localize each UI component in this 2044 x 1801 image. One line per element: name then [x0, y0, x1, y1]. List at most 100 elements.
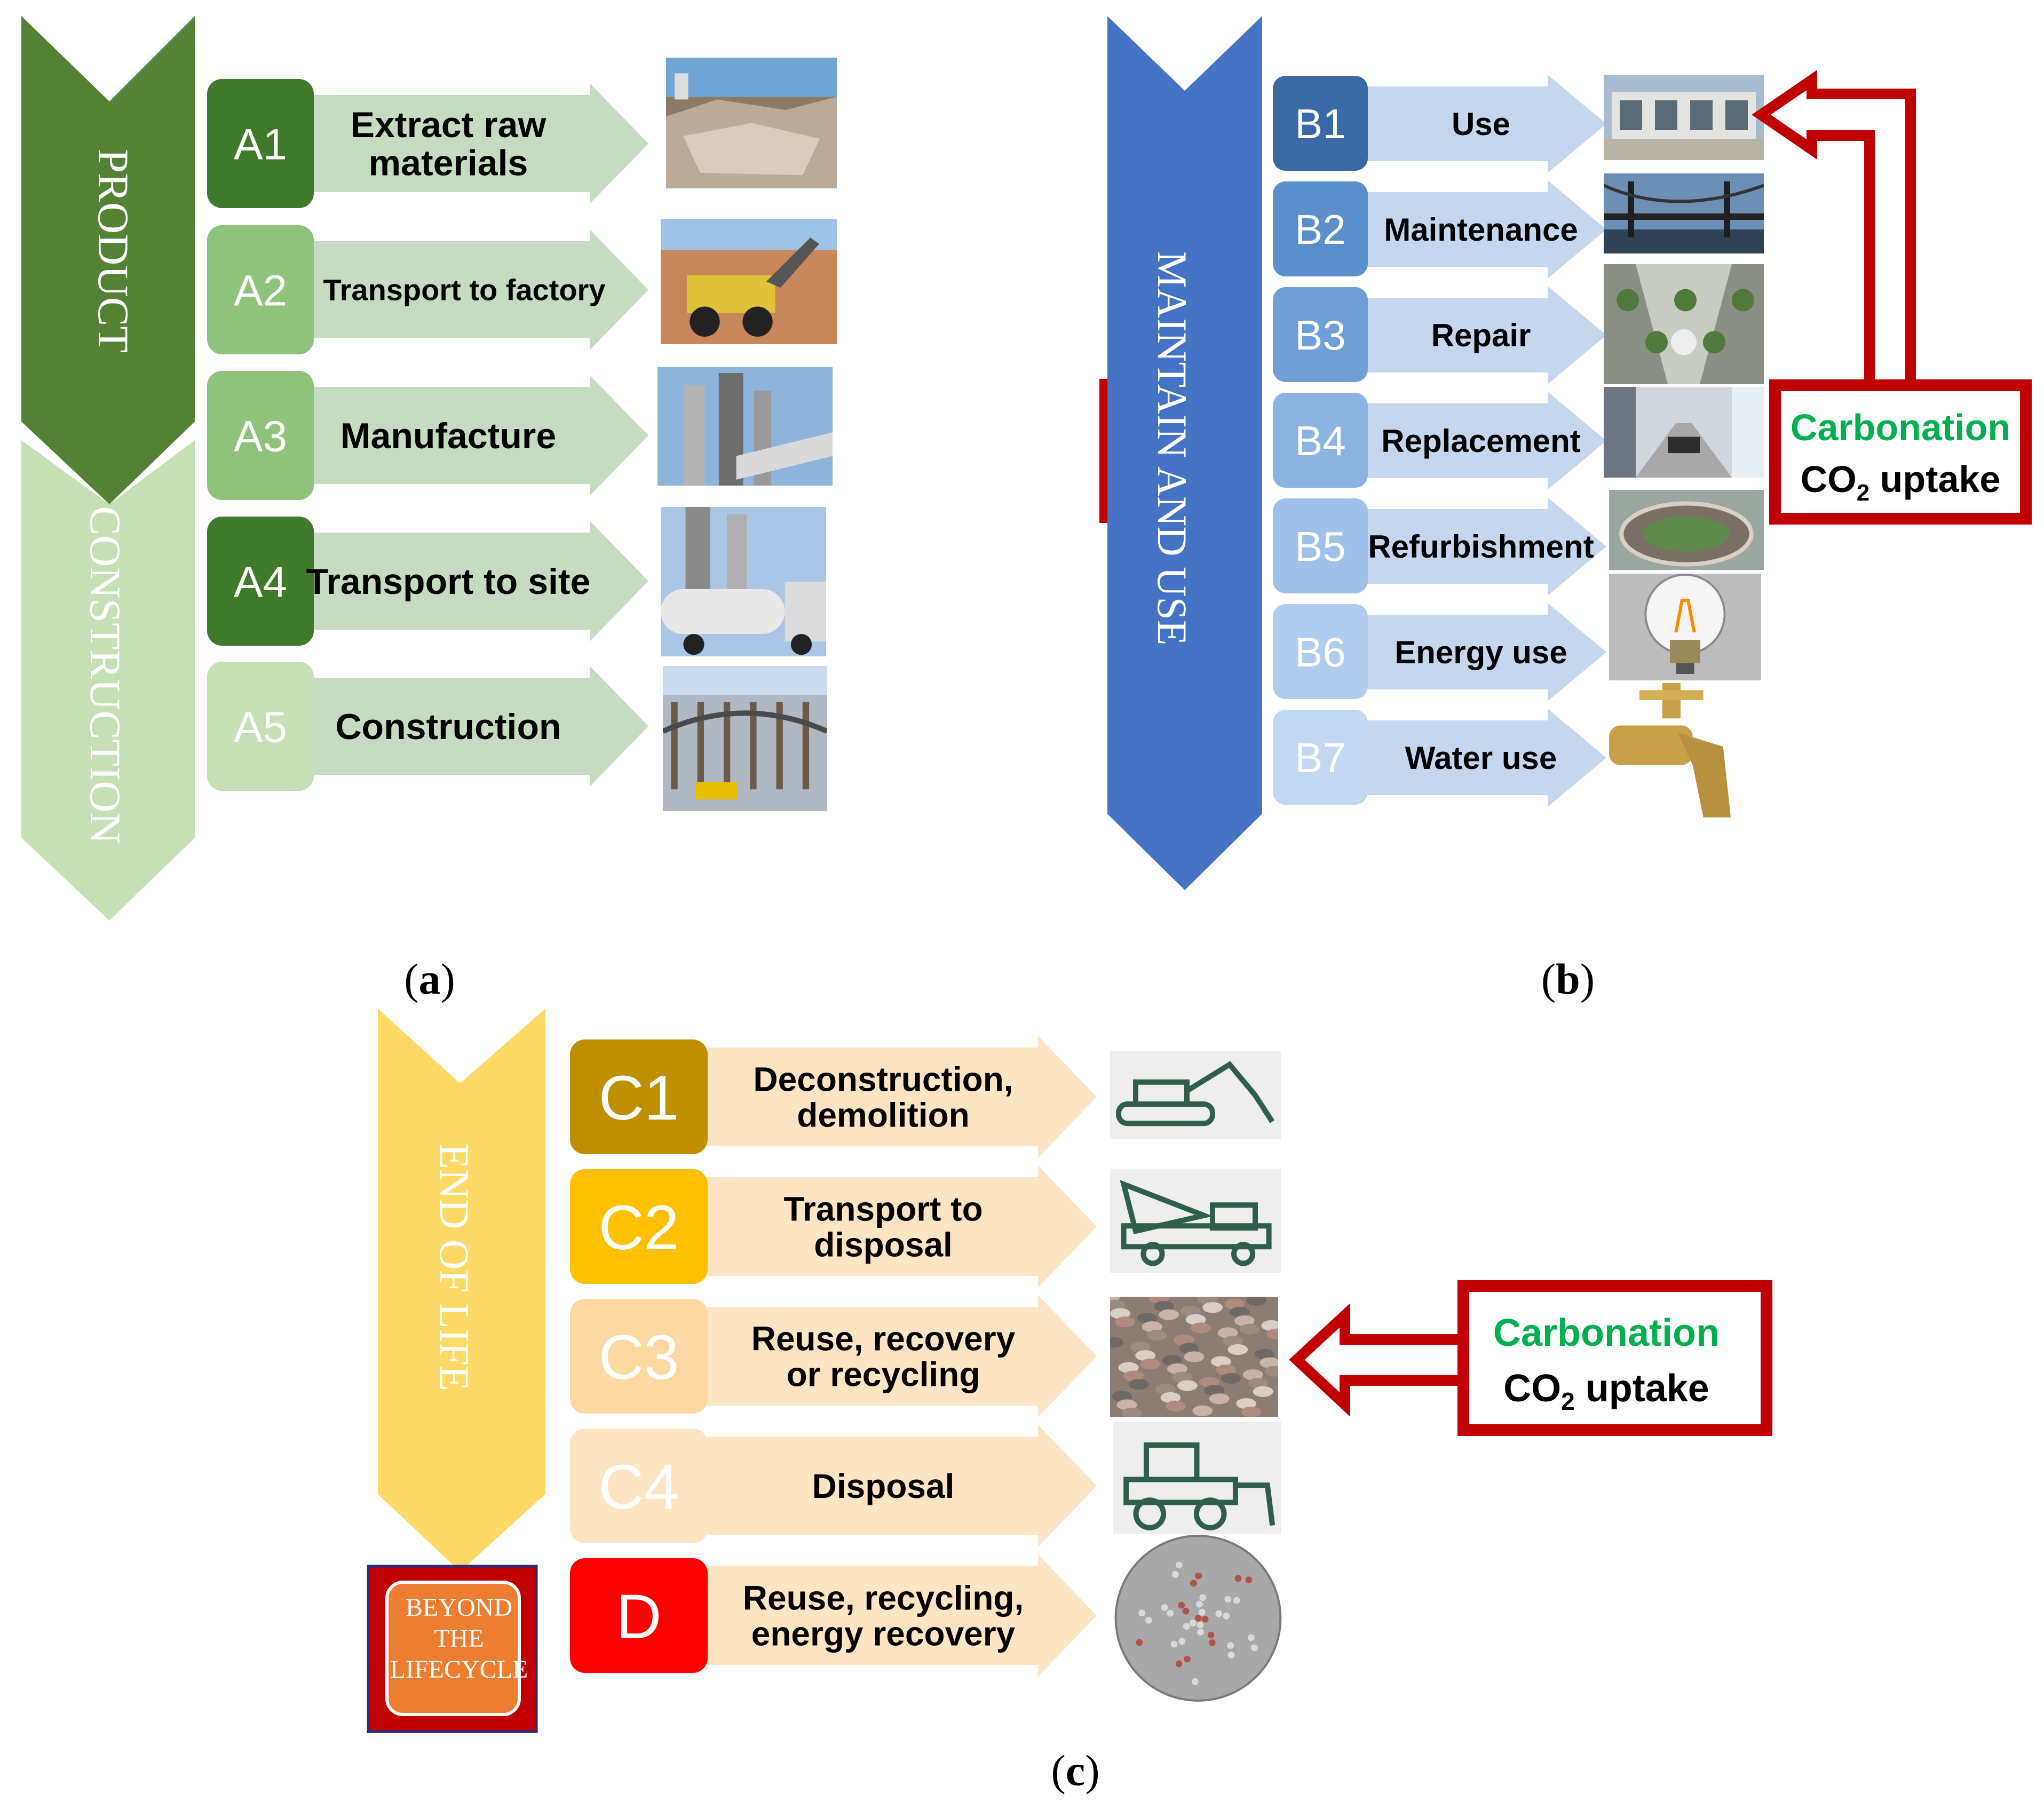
- maintain-and-use-label: MAINTAIN AND USE: [1149, 251, 1195, 645]
- co2-uptake-c: CO2 uptake: [1503, 1367, 1709, 1415]
- beyond-line-2: THE: [434, 1624, 484, 1653]
- c-label-c3-line-1: Reuse, recovery: [751, 1319, 1016, 1358]
- b-badge-b2: [1273, 181, 1368, 276]
- c-arrow-c2: [707, 1165, 1097, 1288]
- a-stage-a2: A2 Transport to factory: [207, 219, 837, 354]
- quarry-image: [666, 58, 837, 188]
- loader-sketch-image: [1113, 1422, 1281, 1537]
- interior-image: [1604, 387, 1764, 478]
- bridge-image: [1604, 173, 1764, 253]
- a-label-a1-line-1: Extract raw: [351, 105, 547, 145]
- cement-truck-image: [661, 507, 826, 656]
- a-code-a1: A1: [234, 121, 287, 169]
- b-code-b1: B1: [1295, 100, 1345, 147]
- a-code-a2: A2: [234, 267, 287, 315]
- b-label-b7: Water use: [1405, 740, 1557, 776]
- panel-b-caption: (b): [1541, 955, 1595, 1003]
- panel-c-caption: (c): [1051, 1746, 1099, 1795]
- c-code-c2: C2: [599, 1193, 679, 1263]
- c-label-d-line-2: energy recovery: [751, 1615, 1016, 1653]
- construction-chevron: [21, 440, 195, 921]
- maintain-and-use-chevron: [1107, 16, 1262, 890]
- b-arrow-b1: [1364, 75, 1606, 173]
- a-arrow-a4: [307, 521, 648, 641]
- concrete-core-image: [1113, 1534, 1284, 1702]
- c-stage-c1: C1 Deconstruction,demolition: [570, 1036, 1281, 1158]
- b-arrow-b3: [1364, 286, 1606, 384]
- a-code-a4: A4: [234, 558, 287, 607]
- c-label-c1-line-1: Deconstruction,: [753, 1060, 1013, 1098]
- b-label-b6: Energy use: [1395, 634, 1567, 670]
- a-arrow-a1: [307, 83, 648, 204]
- b-code-b2: B2: [1295, 206, 1345, 253]
- c-badge-d: [570, 1558, 708, 1673]
- mining-truck-image: [661, 219, 837, 344]
- b-stage-b2: B2 Maintenance: [1273, 173, 1764, 279]
- end-of-life-chevron: [378, 1009, 545, 1572]
- b-label-b4: Replacement: [1381, 423, 1580, 459]
- a-label-a3: Manufacture: [340, 416, 556, 456]
- b-stage-b7: B7 Water use: [1273, 683, 1761, 824]
- light-bulb-image: [1609, 574, 1761, 680]
- a-label-a1-line-2: materials: [369, 143, 528, 184]
- a-badge-a1: [207, 79, 314, 208]
- panel-a-caption: (a): [404, 955, 455, 1003]
- carbonation-arrow-c: [1289, 1303, 1472, 1417]
- b-arrow-b5: [1364, 497, 1606, 596]
- beyond-line-1: BEYOND: [406, 1593, 512, 1622]
- c-label-c1-line-2: demolition: [797, 1096, 970, 1134]
- b-label-b1: Use: [1452, 106, 1510, 142]
- product-chevron: [21, 16, 195, 504]
- a-badge-a2: [207, 225, 314, 354]
- a-arrow-a2: [307, 229, 648, 350]
- c-label-c3-line-2: or recycling: [787, 1355, 980, 1394]
- b-arrow-b6: [1364, 603, 1606, 701]
- b-code-b4: B4: [1295, 417, 1345, 464]
- b-badge-b6: [1273, 604, 1368, 699]
- panel-b-red-edge: [1099, 379, 1109, 523]
- c-badge-c1: [570, 1040, 708, 1154]
- c-code-c1: C1: [599, 1063, 679, 1133]
- a-badge-a5: [207, 662, 314, 791]
- b-label-b5: Refurbishment: [1368, 529, 1594, 565]
- building-image: [1604, 75, 1764, 160]
- panel-a: PRODUCT CONSTRUCTION A1 Extract rawmateri…: [21, 16, 837, 1003]
- b-badge-b5: [1273, 498, 1368, 593]
- b-stage-b1: B1 Use: [1273, 75, 1764, 173]
- b-arrow-b7: [1364, 709, 1606, 807]
- product-chevron-label: PRODUCT: [89, 149, 138, 353]
- cement-plant-image: [657, 367, 833, 486]
- construction-chevron-label: CONSTRUCTION: [81, 506, 130, 844]
- a-arrow-a3: [307, 375, 648, 496]
- carbonation-box-c: Carbonation CO2 uptake: [1289, 1280, 1772, 1436]
- a-code-a5: A5: [234, 703, 287, 752]
- c-badge-c4: [570, 1429, 708, 1543]
- co2-uptake-b: CO2 uptake: [1801, 458, 2001, 506]
- b-badge-b7: [1273, 710, 1368, 805]
- carbonation-title-b: Carbonation: [1791, 407, 2010, 448]
- carbonation-title-c: Carbonation: [1493, 1312, 1720, 1354]
- a-label-a2: Transport to factory: [323, 273, 606, 307]
- aggregate-image: [1110, 1297, 1278, 1417]
- b-code-b7: B7: [1295, 734, 1345, 781]
- b-label-b2: Maintenance: [1384, 212, 1578, 248]
- b-stage-b4: B4 Replacement: [1273, 387, 1764, 490]
- a-label-a4: Transport to site: [306, 561, 591, 602]
- dump-truck-sketch-image: [1110, 1169, 1281, 1273]
- b-badge-b4: [1273, 393, 1368, 488]
- b-arrow-b4: [1364, 392, 1606, 490]
- a-badge-a3: [207, 371, 314, 500]
- b-arrow-b2: [1364, 180, 1606, 279]
- b-label-b3: Repair: [1431, 318, 1531, 353]
- c-badge-c2: [570, 1169, 708, 1284]
